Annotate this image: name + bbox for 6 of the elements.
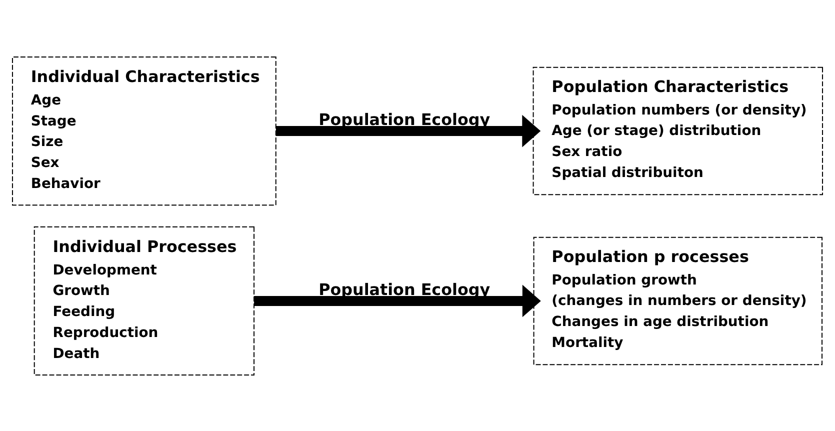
node-box: Individual Characteristics Age Stage Size Sex Behavior	[12, 56, 276, 206]
arrow	[254, 284, 541, 317]
node-box: Population Characteristics Population numbers (or density) Age (or stage) distribution Sex ratio Spatial distribuiton	[532, 66, 824, 195]
node-box: Individual Processes Development Growth Feeding Reproduction Death	[34, 226, 254, 376]
arrow	[276, 114, 541, 147]
node-box: Population p rocesses Population growth (changes in numbers or density) Changes in age distribution Mortality	[533, 236, 823, 365]
